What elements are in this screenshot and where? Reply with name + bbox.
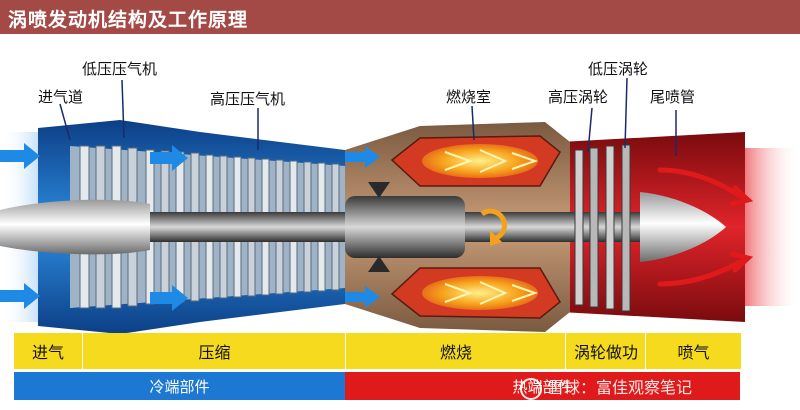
stage-exhaust: 喷气 [645, 333, 741, 369]
bearing-top [368, 182, 390, 198]
bearing-bottom [368, 256, 390, 272]
stage-intake: 进气 [14, 333, 82, 369]
hot-exhaust-arrows [657, 167, 754, 287]
label-combustor: 燃烧室 [446, 88, 492, 106]
stage-compression: 压缩 [82, 333, 346, 369]
tail-cone [640, 192, 726, 262]
stage-compression-label: 压缩 [198, 343, 231, 362]
stage-turbine: 涡轮做功 [565, 333, 646, 369]
label-nozzle: 尾喷管 [650, 88, 696, 106]
label-inlet: 进气道 [38, 88, 84, 106]
cold-section-bar: 冷端部件 [14, 372, 345, 400]
combustor-bottom [390, 267, 561, 319]
turbine-blades [574, 144, 631, 312]
watermark-text: 雪球：富佳观察笔记 [548, 378, 693, 397]
stage-combustion: 燃烧 [345, 333, 566, 369]
label-hp-compressor: 高压压气机 [210, 90, 286, 108]
watermark: 雪球：富佳观察笔记 [520, 374, 692, 400]
front-spinner [0, 199, 150, 255]
snowball-logo-icon [520, 377, 542, 400]
rotation-arrow [480, 208, 507, 241]
stage-combustion-label: 燃烧 [439, 343, 472, 362]
title-bar: 涡喷发动机结构及工作原理 [0, 0, 800, 34]
rotation-arrowhead [490, 230, 502, 246]
combustor-top [390, 135, 561, 187]
stage-exhaust-label: 喷气 [677, 343, 710, 362]
cold-airflow-arrows [0, 143, 380, 311]
label-lp-compressor: 低压压气机 [82, 60, 158, 78]
label-lp-turbine: 低压涡轮 [588, 60, 649, 78]
cold-section-label: 冷端部件 [149, 377, 210, 396]
leader-lines [59, 77, 677, 156]
stage-intake-label: 进气 [31, 343, 64, 362]
page-title: 涡喷发动机结构及工作原理 [8, 9, 249, 31]
stage-turbine-label: 涡轮做功 [573, 343, 638, 362]
shaft-hub [345, 196, 465, 258]
label-hp-turbine: 高压涡轮 [548, 88, 609, 106]
